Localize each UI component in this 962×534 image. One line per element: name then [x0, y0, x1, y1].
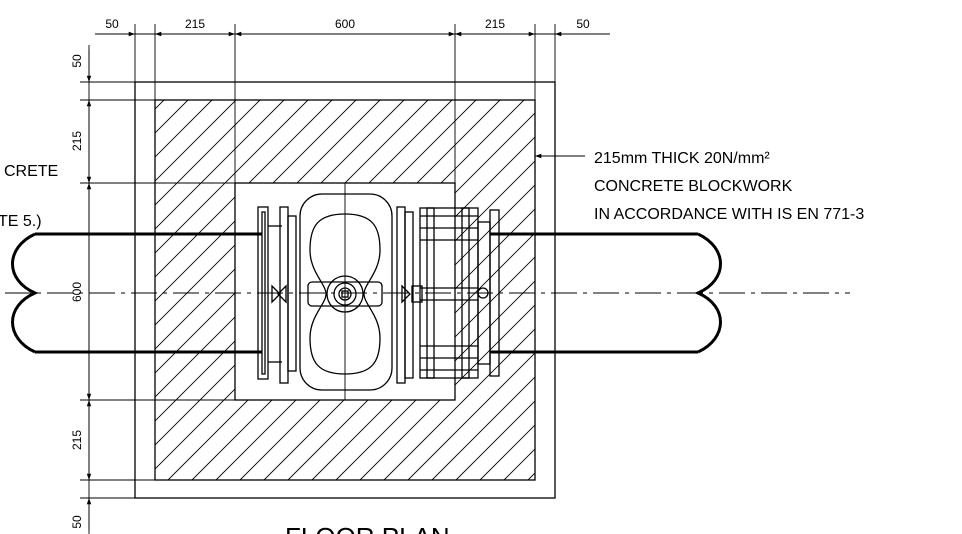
note-left-partial-2: TE 5.): [0, 213, 42, 230]
valve-assembly: [257, 193, 500, 391]
dim-left-wall-top: 215: [70, 131, 84, 151]
note-blockwork-line-3: IN ACCORDANCE WITH IS EN 771-3: [594, 206, 864, 223]
hatch-line: [155, 100, 429, 480]
dim-top-wall-left: 215: [185, 17, 205, 31]
hatch-line: [311, 100, 535, 480]
note-blockwork-line-1: 215mm THICK 20N/mm²: [594, 150, 770, 167]
hatch-line: [155, 100, 285, 480]
hatch-line: [239, 100, 535, 480]
hatch-line: [383, 100, 535, 480]
hatch-line: [359, 100, 535, 480]
dim-left-wall-bottom: 215: [70, 430, 84, 450]
top-dimension-line: [95, 24, 610, 183]
note-blockwork-line-2: CONCRETE BLOCKWORK: [594, 178, 793, 195]
dim-top-wall-right: 215: [485, 17, 505, 31]
hatch-line: [155, 100, 381, 480]
hatch-line: [167, 100, 535, 480]
outer-concrete-outline: [134, 81, 556, 499]
hatch-line: [263, 100, 535, 480]
dim-top-outer-right: 50: [576, 17, 590, 31]
hatch-line: [155, 100, 405, 480]
hatch-line: [455, 100, 535, 480]
dim-left-chamber: 600: [70, 282, 84, 302]
dim-left-outer-bottom: 50: [70, 515, 84, 529]
left-dimension-line: [80, 45, 235, 534]
drawing-title: FLOOR PLAN: [285, 522, 450, 534]
dim-top-outer-left: 50: [105, 17, 119, 31]
hatch-line: [155, 100, 357, 480]
hatch-line: [335, 100, 535, 480]
hatch-line: [155, 100, 237, 480]
hatch-line: [155, 100, 309, 480]
pipe-left: [11, 232, 262, 354]
hatch-line: [155, 100, 261, 480]
hatch-line: [155, 100, 525, 480]
dim-left-outer-top: 50: [70, 54, 84, 68]
note-left-partial-1: CRETE: [4, 163, 58, 180]
hatch-line: [155, 100, 501, 480]
hatch-line: [431, 100, 535, 480]
hatch-line: [407, 100, 535, 480]
hatch-line: [155, 100, 333, 480]
dim-top-chamber: 600: [335, 17, 355, 31]
